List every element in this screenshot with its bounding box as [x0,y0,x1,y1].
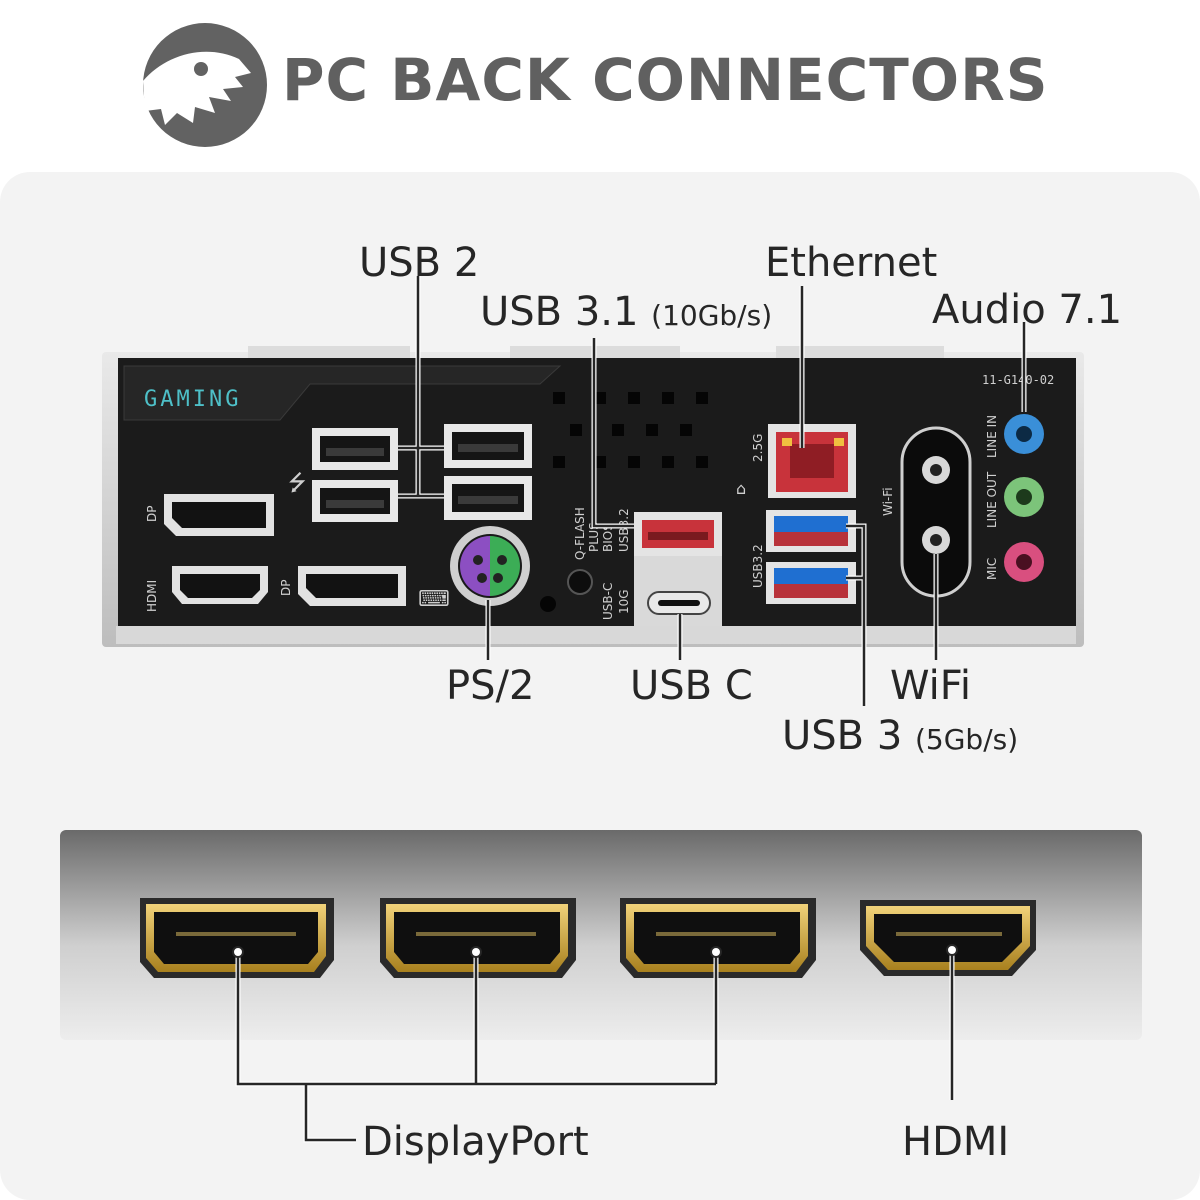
io-label-wifi: Wi-Fi [881,487,895,516]
io-label-dp-left: DP [145,506,159,522]
leader-dots [232,944,958,958]
displayport-port [380,898,576,978]
header: PC BACK CONNECTORS [0,0,1200,165]
label-ethernet: Ethernet [765,240,938,286]
label-displayport: DisplayPort [362,1119,589,1165]
q-flash-area: Q-FLASH PLUS BIOS USB3.2 USB-C 10G [567,507,631,620]
io-label-mic: MIC [985,558,999,580]
leader-lines-upper-dark [398,276,1026,706]
usb3-port [766,510,856,552]
label-usb31: USB 3.1 (10Gb/s) [480,292,772,332]
usb31-port [634,512,722,556]
label-usbc: USB C [630,663,753,709]
display-strip [60,830,1142,1040]
page-title: PC BACK CONNECTORS [282,46,1049,114]
gaming-logo: GAMING [144,387,241,412]
label-usb3: USB 3 (5Gb/s) [782,716,1018,756]
usb2-port [312,428,398,470]
label-audio: Audio 7.1 [932,287,1123,333]
io-label-qflash: Q-FLASH [573,507,587,560]
hdmi-port [860,900,1036,976]
label-wifi: WiFi [890,663,971,709]
vent-holes [553,392,708,468]
label-usb3-speed: (5Gb/s) [915,723,1019,756]
label-usb31-speed: (10Gb/s) [651,299,773,332]
label-usb3-name: USB 3 [782,713,903,759]
label-usb2: USB 2 [359,240,480,286]
leader-lines-lower-dark [236,950,954,1142]
io-label-2-5g: 2.5G [751,434,765,462]
keyboard-mouse-icon: ⌨ [418,587,450,612]
network-icon: ⌂ [736,479,746,498]
displayport-port [620,898,816,978]
wifi-antenna-ports: Wi-Fi [881,426,972,598]
usb3-ports: USB3.2 [751,510,856,604]
label-hdmi: HDMI [902,1119,1010,1165]
audio-jacks: LINE IN LINE OUT MIC [985,414,1044,582]
label-usb31-name: USB 3.1 [480,289,639,335]
mounting-hole [540,596,556,612]
io-label-usbc: USB-C [601,583,615,620]
usb-symbol-icon: ⭍ [288,471,306,496]
io-video-ports: DP HDMI DP ⌨ [145,494,450,612]
dinosaur-skull-logo-icon [143,23,267,147]
io-label-usb32-b: USB3.2 [751,544,765,588]
displayport-port [140,898,334,978]
ps2-port [450,526,530,606]
io-label-usb32-a: USB3.2 [617,508,631,552]
usb2-port [444,424,532,468]
io-label-plus: PLUS [587,522,601,552]
io-label-line-in: LINE IN [985,415,999,458]
io-label-line-out: LINE OUT [985,471,999,528]
usb2-port [444,476,532,520]
usb3-port [766,562,856,604]
usb2-ports: ⭍ [288,424,532,522]
io-label-hdmi-left: HDMI [145,580,159,612]
io-label-10g: 10G [617,589,631,614]
usb2-port [312,480,398,522]
part-number: 11-G140-02 [982,373,1054,387]
io-label-bios: BIOS [601,523,615,552]
io-label-dp-mid: DP [279,580,293,596]
label-ps2: PS/2 [446,663,535,709]
ethernet-port: 2.5G ⌂ [736,424,856,498]
